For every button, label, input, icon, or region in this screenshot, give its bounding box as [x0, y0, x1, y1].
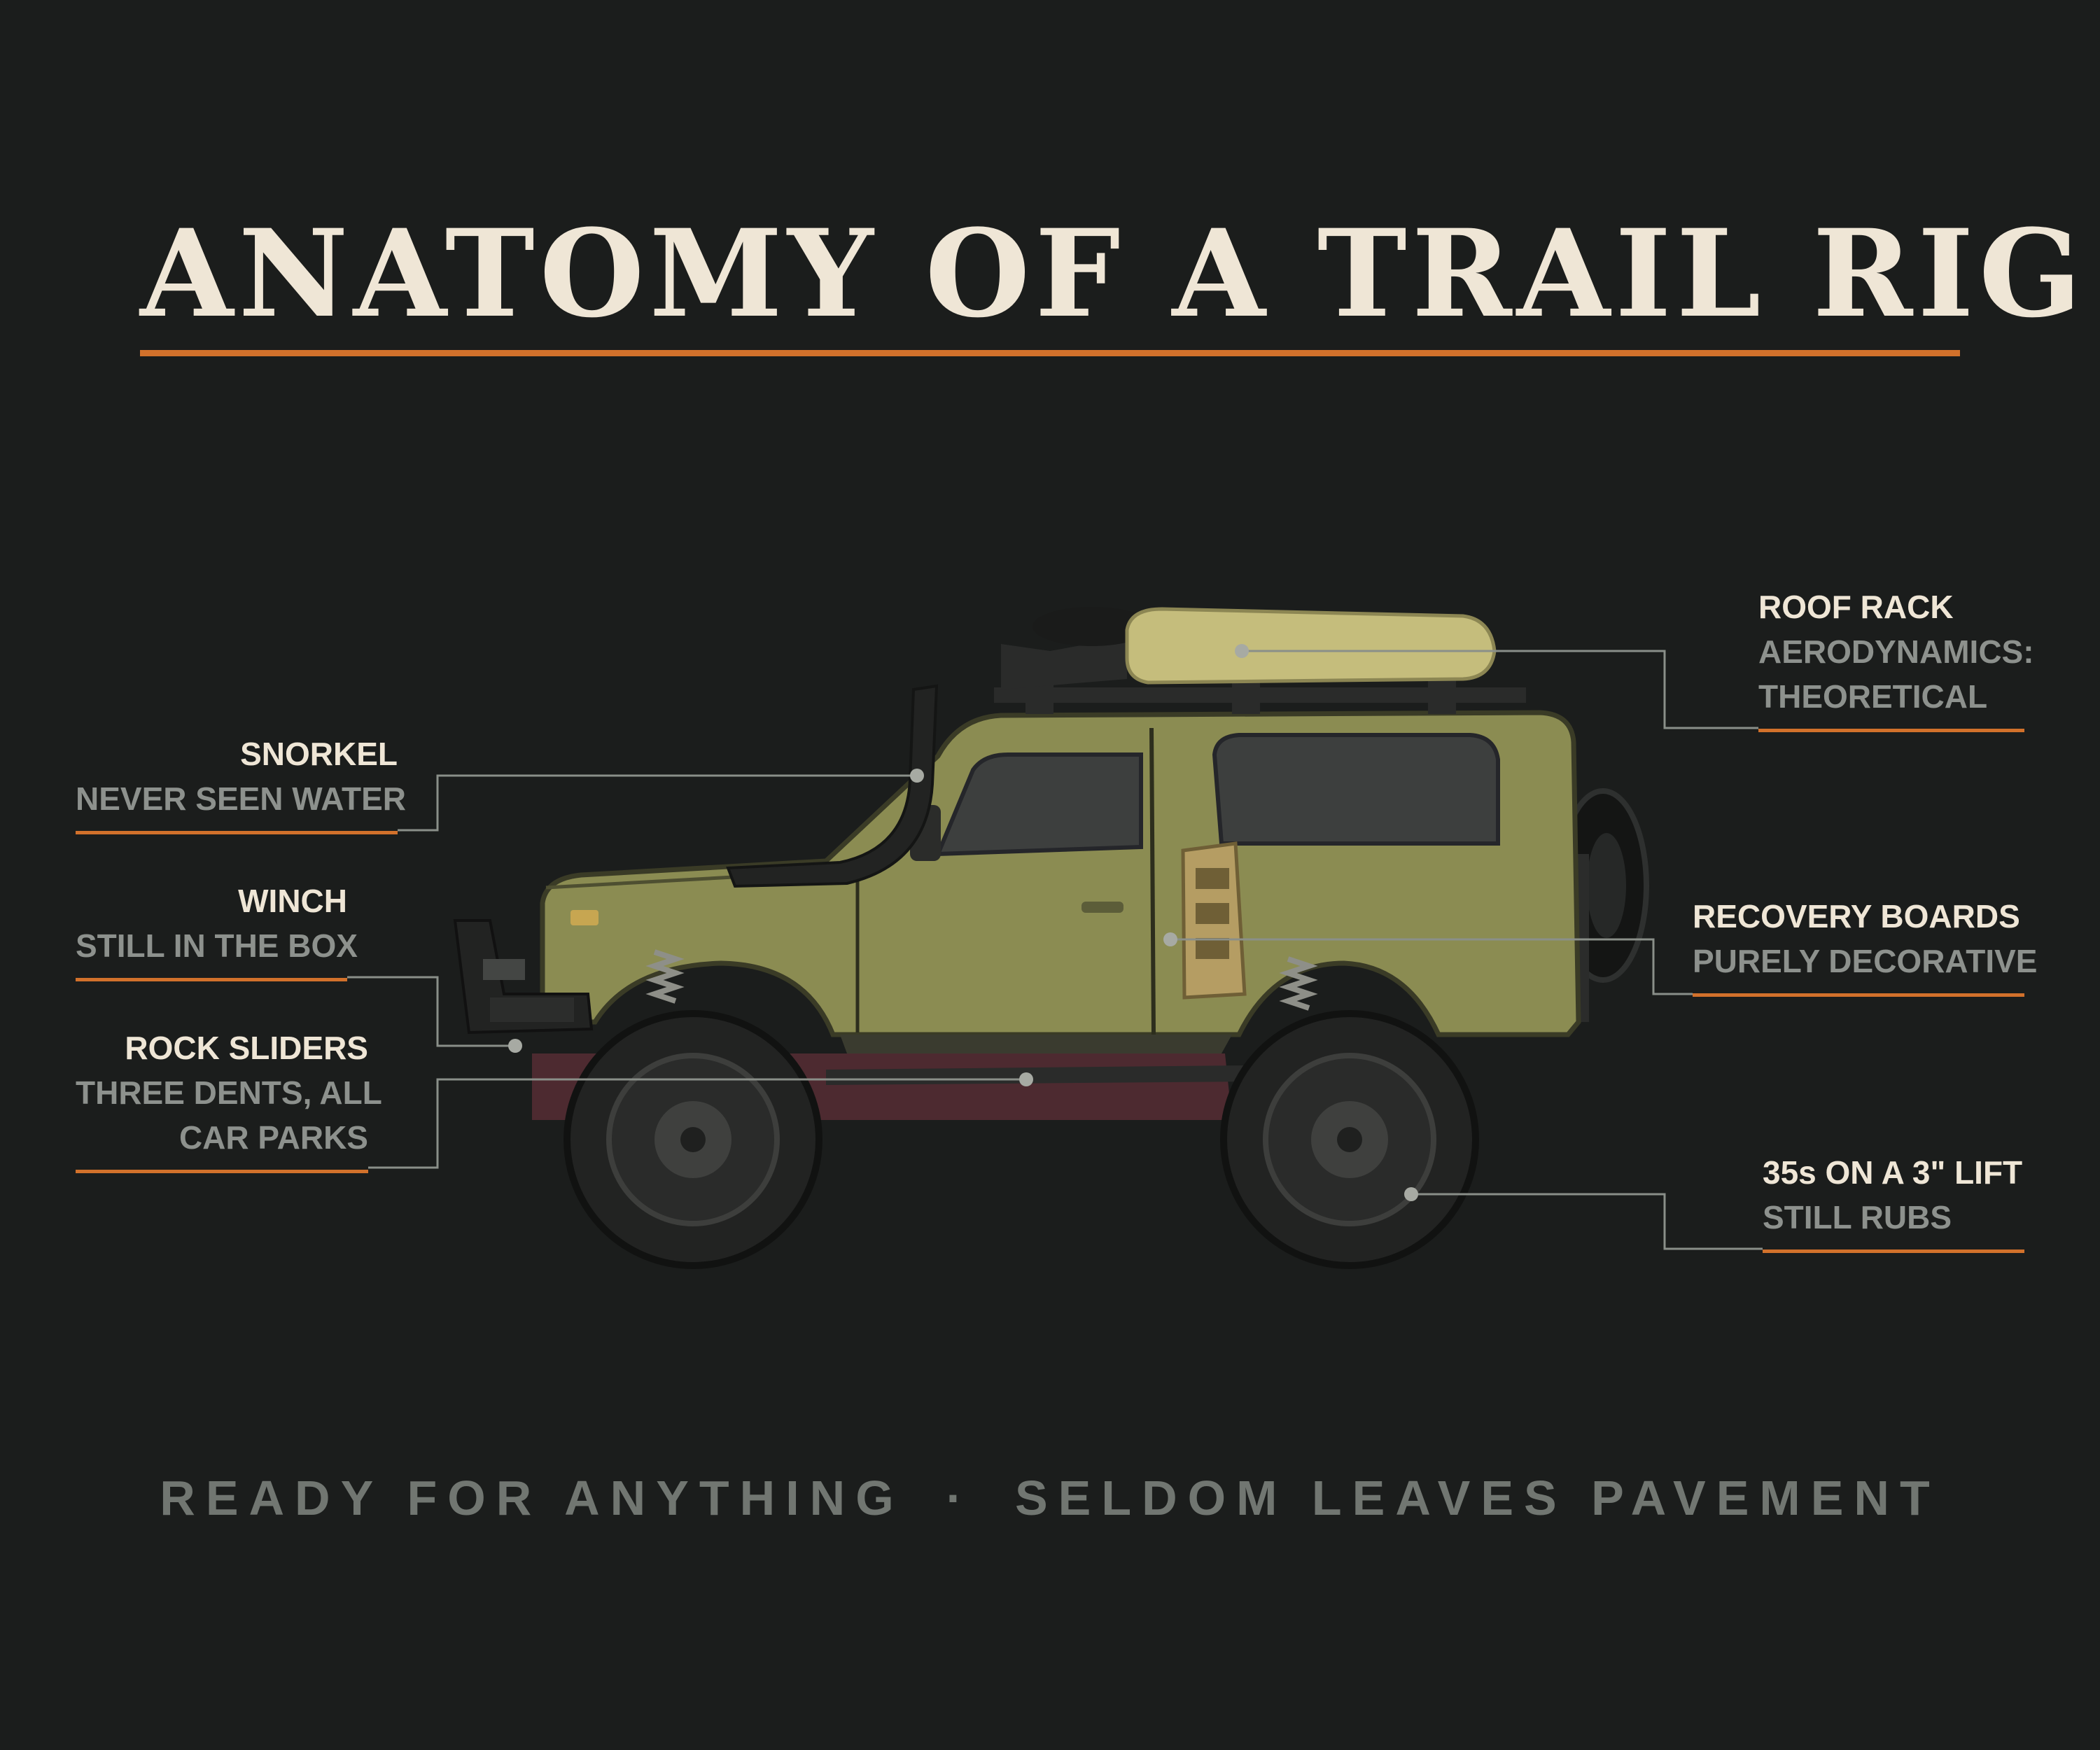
- rock-sliders-underline: [76, 1170, 368, 1173]
- title-underline: [140, 350, 1960, 356]
- rock-sliders-description-line2: CAR PARKS: [178, 1119, 368, 1156]
- roof-rack-label: ROOF RACK: [1758, 589, 1954, 625]
- rock-sliders-description-line1: THREE DENTS, ALL: [76, 1074, 382, 1111]
- tires-label: 35s ON A 3" LIFT: [1763, 1154, 2023, 1191]
- winch-leader-line: [347, 976, 515, 1047]
- trail-rig-illustration: [453, 607, 1649, 1269]
- roof-rack: [994, 607, 1526, 714]
- tagline: READY FOR ANYTHING · SELDOM LEAVES PAVEMEN…: [0, 1470, 2100, 1526]
- recovery-boards-underline: [1693, 993, 2024, 997]
- recovery-boards-leader-line: [1170, 938, 1693, 995]
- snorkel-callout: SNORKEL NEVER SEEN WATER: [76, 732, 406, 834]
- winch-bumper: [453, 919, 594, 1035]
- snorkel-leader-line: [398, 774, 917, 832]
- roof-rack-leader-line: [1242, 650, 1758, 729]
- tagline-left: READY FOR ANYTHING: [160, 1471, 904, 1525]
- rock-sliders-label: ROCK SLIDERS: [125, 1030, 368, 1066]
- tires-description: STILL RUBS: [1763, 1199, 1952, 1236]
- rock-sliders-leader-dot: [1019, 1072, 1033, 1086]
- winch-callout: WINCH STILL IN THE BOX: [76, 878, 358, 981]
- tires-leader-dot: [1404, 1187, 1418, 1201]
- roof-rack-description-line2: THEORETICAL: [1758, 678, 1988, 715]
- roof-rack-underline: [1758, 729, 2024, 732]
- winch-label: WINCH: [238, 883, 347, 919]
- roof-rack-description-line1: AERODYNAMICS:: [1758, 634, 2034, 670]
- snorkel-underline: [76, 831, 398, 834]
- tires-leader-line: [1411, 1193, 1763, 1250]
- tagline-separator: ·: [946, 1471, 973, 1525]
- tires-callout: 35s ON A 3" LIFT STILL RUBS: [1763, 1150, 2024, 1253]
- recovery-boards-label: RECOVERY BOARDS: [1693, 898, 2020, 934]
- winch-description: STILL IN THE BOX: [76, 927, 358, 964]
- rock-sliders-callout: ROCK SLIDERS THREE DENTS, ALL CAR PARKS: [76, 1026, 382, 1173]
- page-title: ANATOMY OF A TRAIL RIG: [140, 202, 2087, 344]
- tires-underline: [1763, 1250, 2024, 1253]
- recovery-boards-callout: RECOVERY BOARDS PURELY DECORATIVE: [1693, 894, 2038, 997]
- recovery-boards-description: PURELY DECORATIVE: [1693, 943, 2038, 979]
- suspension: [645, 949, 1318, 1011]
- front-tire: [564, 1010, 822, 1269]
- recovery-boards-leader-dot: [1163, 932, 1177, 946]
- rear-tire: [1220, 1010, 1479, 1269]
- recovery-boards: [1181, 841, 1247, 1000]
- snorkel-label: SNORKEL: [240, 736, 398, 772]
- winch-leader-dot: [508, 1039, 522, 1053]
- snorkel-leader-dot: [910, 769, 924, 783]
- roof-rack-leader-dot: [1235, 644, 1249, 658]
- rock-sliders-leader-line: [368, 1078, 1026, 1169]
- snorkel-description: NEVER SEEN WATER: [76, 780, 406, 817]
- roof-rack-callout: ROOF RACK AERODYNAMICS: THEORETICAL: [1758, 584, 2034, 732]
- winch-underline: [76, 978, 347, 981]
- tagline-right: SELDOM LEAVES PAVEMENT: [1014, 1471, 1940, 1525]
- snorkel: [726, 684, 939, 888]
